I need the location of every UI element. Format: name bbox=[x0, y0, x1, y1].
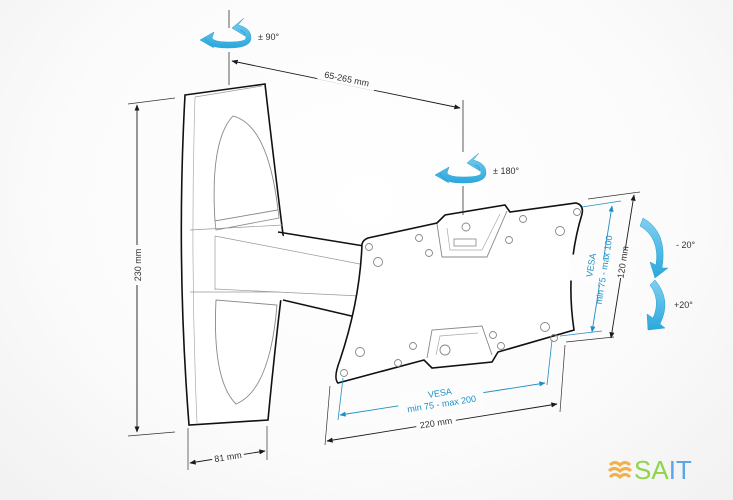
logo-letter-a: A bbox=[651, 455, 669, 485]
wave-logo-icon bbox=[608, 460, 632, 479]
tilt-up-label: - 20° bbox=[676, 240, 696, 250]
tilt-down-label: +20° bbox=[674, 300, 693, 310]
vesa-plate bbox=[335, 202, 584, 384]
rotation-90-icon bbox=[199, 17, 252, 49]
swivel-arm bbox=[214, 231, 365, 320]
plate-width-label: 220 mm bbox=[419, 416, 453, 431]
rotation-180-label: ± 180° bbox=[493, 166, 519, 176]
tilt-down-icon bbox=[646, 279, 666, 331]
sait-logo: SAIT bbox=[608, 455, 692, 486]
tilt-up-icon bbox=[639, 217, 669, 279]
depth-label: 81 mm bbox=[214, 450, 243, 464]
logo-letters-it: IT bbox=[668, 455, 692, 485]
vesa-vertical-title: VESA bbox=[584, 253, 598, 278]
rotation-180-icon bbox=[434, 152, 487, 184]
wall-plate bbox=[180, 83, 287, 426]
vesa-horizontal-title: VESA bbox=[427, 386, 452, 400]
rotation-90-label: ± 90° bbox=[258, 32, 279, 42]
logo-letter-s: S bbox=[634, 455, 652, 485]
height-label: 230 mm bbox=[133, 249, 143, 282]
